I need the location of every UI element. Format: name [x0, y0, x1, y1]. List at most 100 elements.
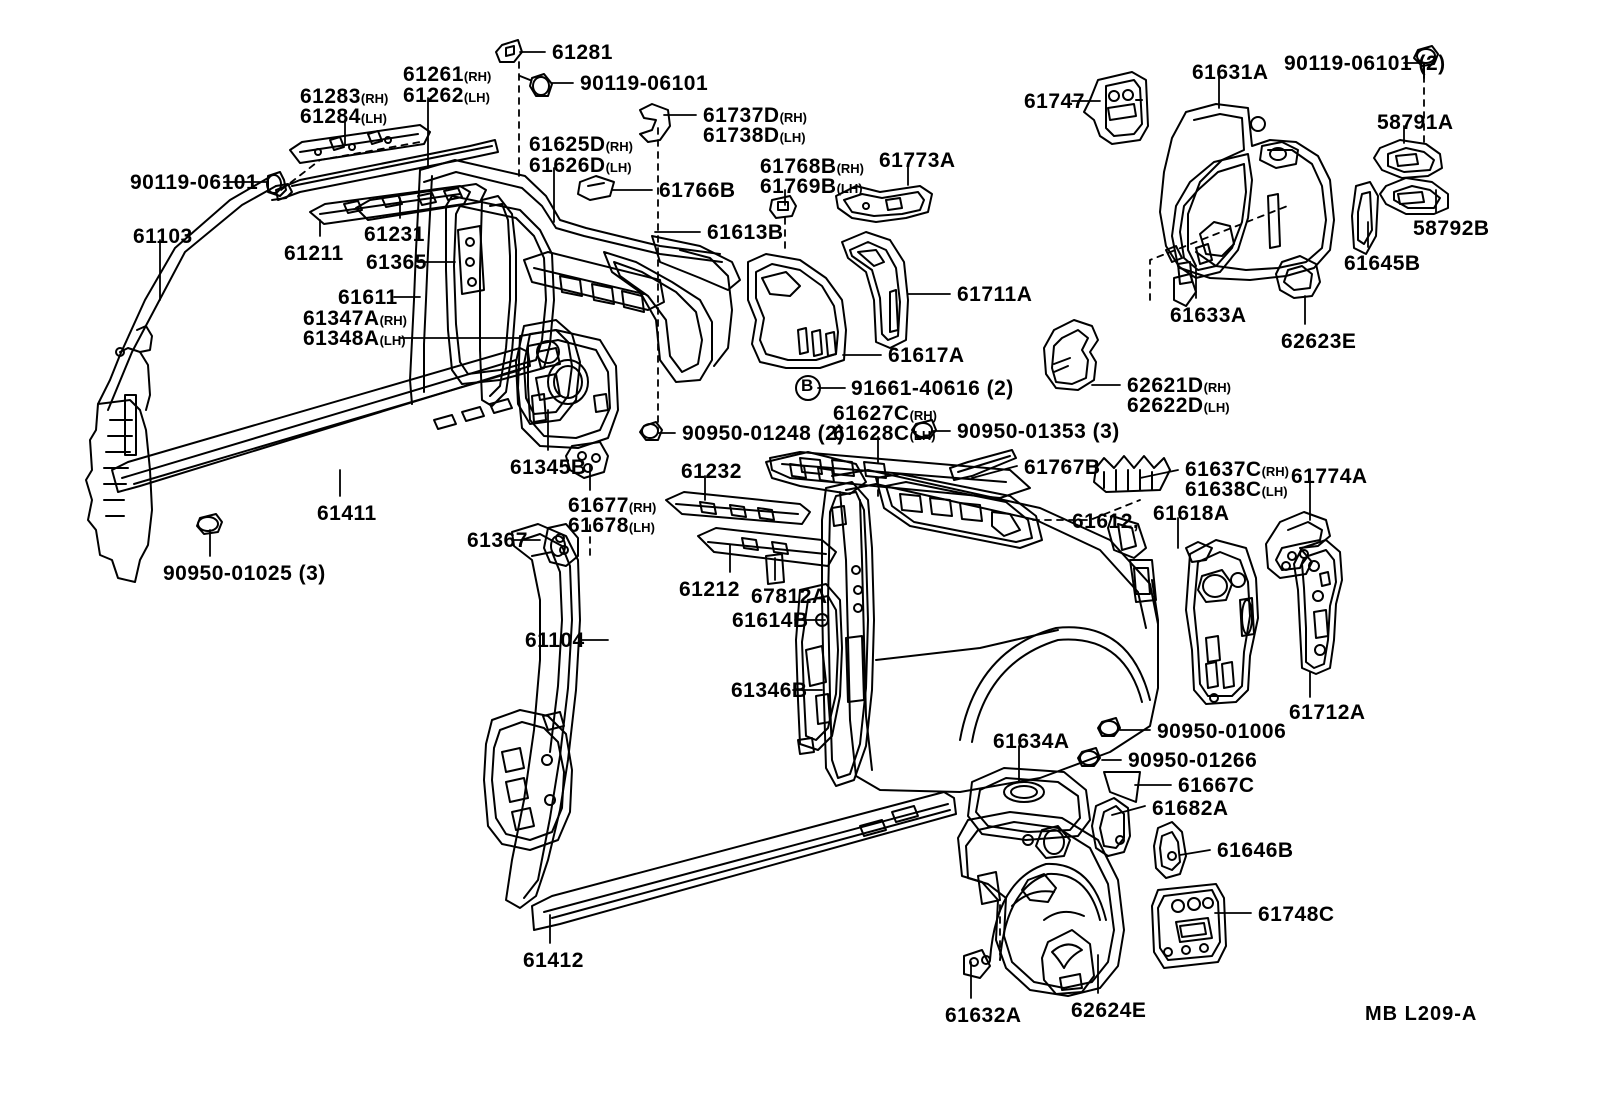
part-number-label: 61748C [1258, 903, 1335, 926]
part-number-text: 61617A [888, 344, 965, 367]
part-number-label: 61773A [879, 149, 956, 172]
part-number-text: 61632A [945, 1004, 1022, 1027]
part-number-label: 61345B [510, 456, 587, 479]
part-side-suffix: (LH) [605, 160, 632, 175]
part-number-label: 61768B(RH) [760, 155, 864, 178]
part-number-label: 67812A [751, 585, 828, 608]
part-number-text: 62624E [1071, 999, 1147, 1022]
part-quantity: (3) [292, 562, 326, 585]
part-number-text: 61262 [403, 84, 464, 107]
part-number-text: 61634A [993, 730, 1070, 753]
part-number-text: 61212 [679, 578, 740, 601]
part-number-label: 61262(LH) [403, 84, 490, 107]
part-number-label: 90950-01006 [1157, 720, 1286, 743]
part-number-label: 61747 [1024, 90, 1085, 113]
part-number-text: 61638C [1185, 478, 1262, 501]
part-number-label: 61738D(LH) [703, 124, 806, 147]
part-number-label: 61631A [1192, 61, 1269, 84]
part-number-label: 61614B [732, 609, 809, 632]
part-number-text: 61711A [957, 283, 1033, 306]
part-number-text: 61766B [659, 179, 736, 202]
part-number-label: 61104 [525, 629, 585, 652]
part-number-label: 61712A [1289, 701, 1366, 724]
part-number-text: 61211 [284, 242, 344, 265]
part-number-text: 90119-06101 [580, 72, 709, 95]
part-number-label: 61767B [1024, 456, 1101, 479]
part-number-text: 61748C [1258, 903, 1335, 926]
part-number-text: 91661-40616 [851, 377, 981, 400]
part-number-text: 61677 [568, 494, 629, 517]
part-number-text: 61612, [1072, 510, 1140, 533]
part-number-label: 61628C(LH) [833, 422, 936, 445]
part-number-text: 61631A [1192, 61, 1269, 84]
part-side-suffix: (RH) [836, 161, 864, 176]
part-number-text: 61625D [529, 133, 606, 156]
part-number-text: 61627C [833, 402, 910, 425]
part-number-label: 61367 [467, 529, 528, 552]
part-number-label: 61737D(RH) [703, 104, 807, 127]
part-number-label: 62622D(LH) [1127, 394, 1230, 417]
part-number-label: 61774A [1291, 465, 1368, 488]
part-side-suffix: (LH) [463, 90, 490, 105]
part-number-label: 61281 [552, 41, 613, 64]
part-number-label: 61231 [364, 223, 425, 246]
part-number-text: 61712A [1289, 701, 1366, 724]
part-side-suffix: (RH) [463, 69, 492, 84]
part-number-text: 62622D [1127, 394, 1204, 417]
part-number-text: 61103 [133, 225, 193, 248]
part-number-text: 61411 [317, 502, 377, 525]
callout-circle-b [795, 375, 821, 401]
part-number-label: 61633A [1170, 304, 1247, 327]
part-quantity: (2) [811, 422, 845, 445]
part-number-text: 61346B [731, 679, 808, 702]
part-side-suffix: (RH) [360, 91, 389, 106]
quarter-body-shell [483, 419, 1171, 931]
part-side-suffix: (LH) [779, 130, 806, 145]
part-number-text: 61645B [1344, 252, 1421, 275]
part-side-suffix: (LH) [360, 111, 387, 126]
part-number-text: 61747 [1024, 90, 1085, 113]
part-number-label: 61618A [1153, 502, 1230, 525]
part-side-suffix: (LH) [909, 428, 936, 443]
part-number-label: 61365 [366, 251, 427, 274]
part-number-label: 62621D(RH) [1127, 374, 1231, 397]
part-number-label: 61211 [284, 242, 344, 265]
part-number-label: 90950-01248 (2) [682, 422, 845, 445]
part-number-label: 58792B [1413, 217, 1490, 240]
part-number-label: 61667C [1178, 774, 1255, 797]
part-quantity: (2) [980, 377, 1014, 400]
part-number-label: 90119-06101 (2) [1284, 52, 1446, 75]
part-number-label: 61212 [679, 578, 740, 601]
part-side-suffix: (RH) [628, 500, 657, 515]
rear-wheelhouse-inner-assembly [957, 511, 1343, 997]
part-side-suffix: (LH) [836, 181, 863, 196]
part-number-label: 58791A [1377, 111, 1454, 134]
part-side-suffix: (LH) [379, 333, 406, 348]
part-number-label: 61711A [957, 283, 1033, 306]
part-number-label: 61283(RH) [300, 85, 389, 108]
part-number-text: 90950-01353 [957, 420, 1087, 443]
part-quantity: (2) [1412, 52, 1446, 75]
part-number-label: 61412 [523, 949, 584, 972]
front-pillar-assembly [85, 39, 797, 583]
part-number-label: 61232 [681, 460, 742, 483]
part-number-label: 61678(LH) [568, 514, 655, 537]
part-number-text: 61232 [681, 460, 742, 483]
part-number-text: 61614B [732, 609, 809, 632]
part-number-label: 61617A [888, 344, 965, 367]
part-number-text: 61367 [467, 529, 528, 552]
part-number-text: 61646B [1217, 839, 1294, 862]
part-side-suffix: (RH) [605, 139, 633, 154]
part-number-text: 61774A [1291, 465, 1368, 488]
part-number-label: 61682A [1152, 797, 1229, 820]
part-number-label: 61613B [707, 221, 784, 244]
part-number-label: 62624E [1071, 999, 1147, 1022]
part-side-suffix: (LH) [628, 520, 655, 535]
part-number-label: 61611 [338, 286, 398, 309]
part-number-label: 90119-06101 [580, 72, 709, 95]
part-number-label: 61634A [993, 730, 1070, 753]
part-number-text: 61768B [760, 155, 837, 178]
part-number-text: 61345B [510, 456, 587, 479]
part-number-text: 61412 [523, 949, 584, 972]
